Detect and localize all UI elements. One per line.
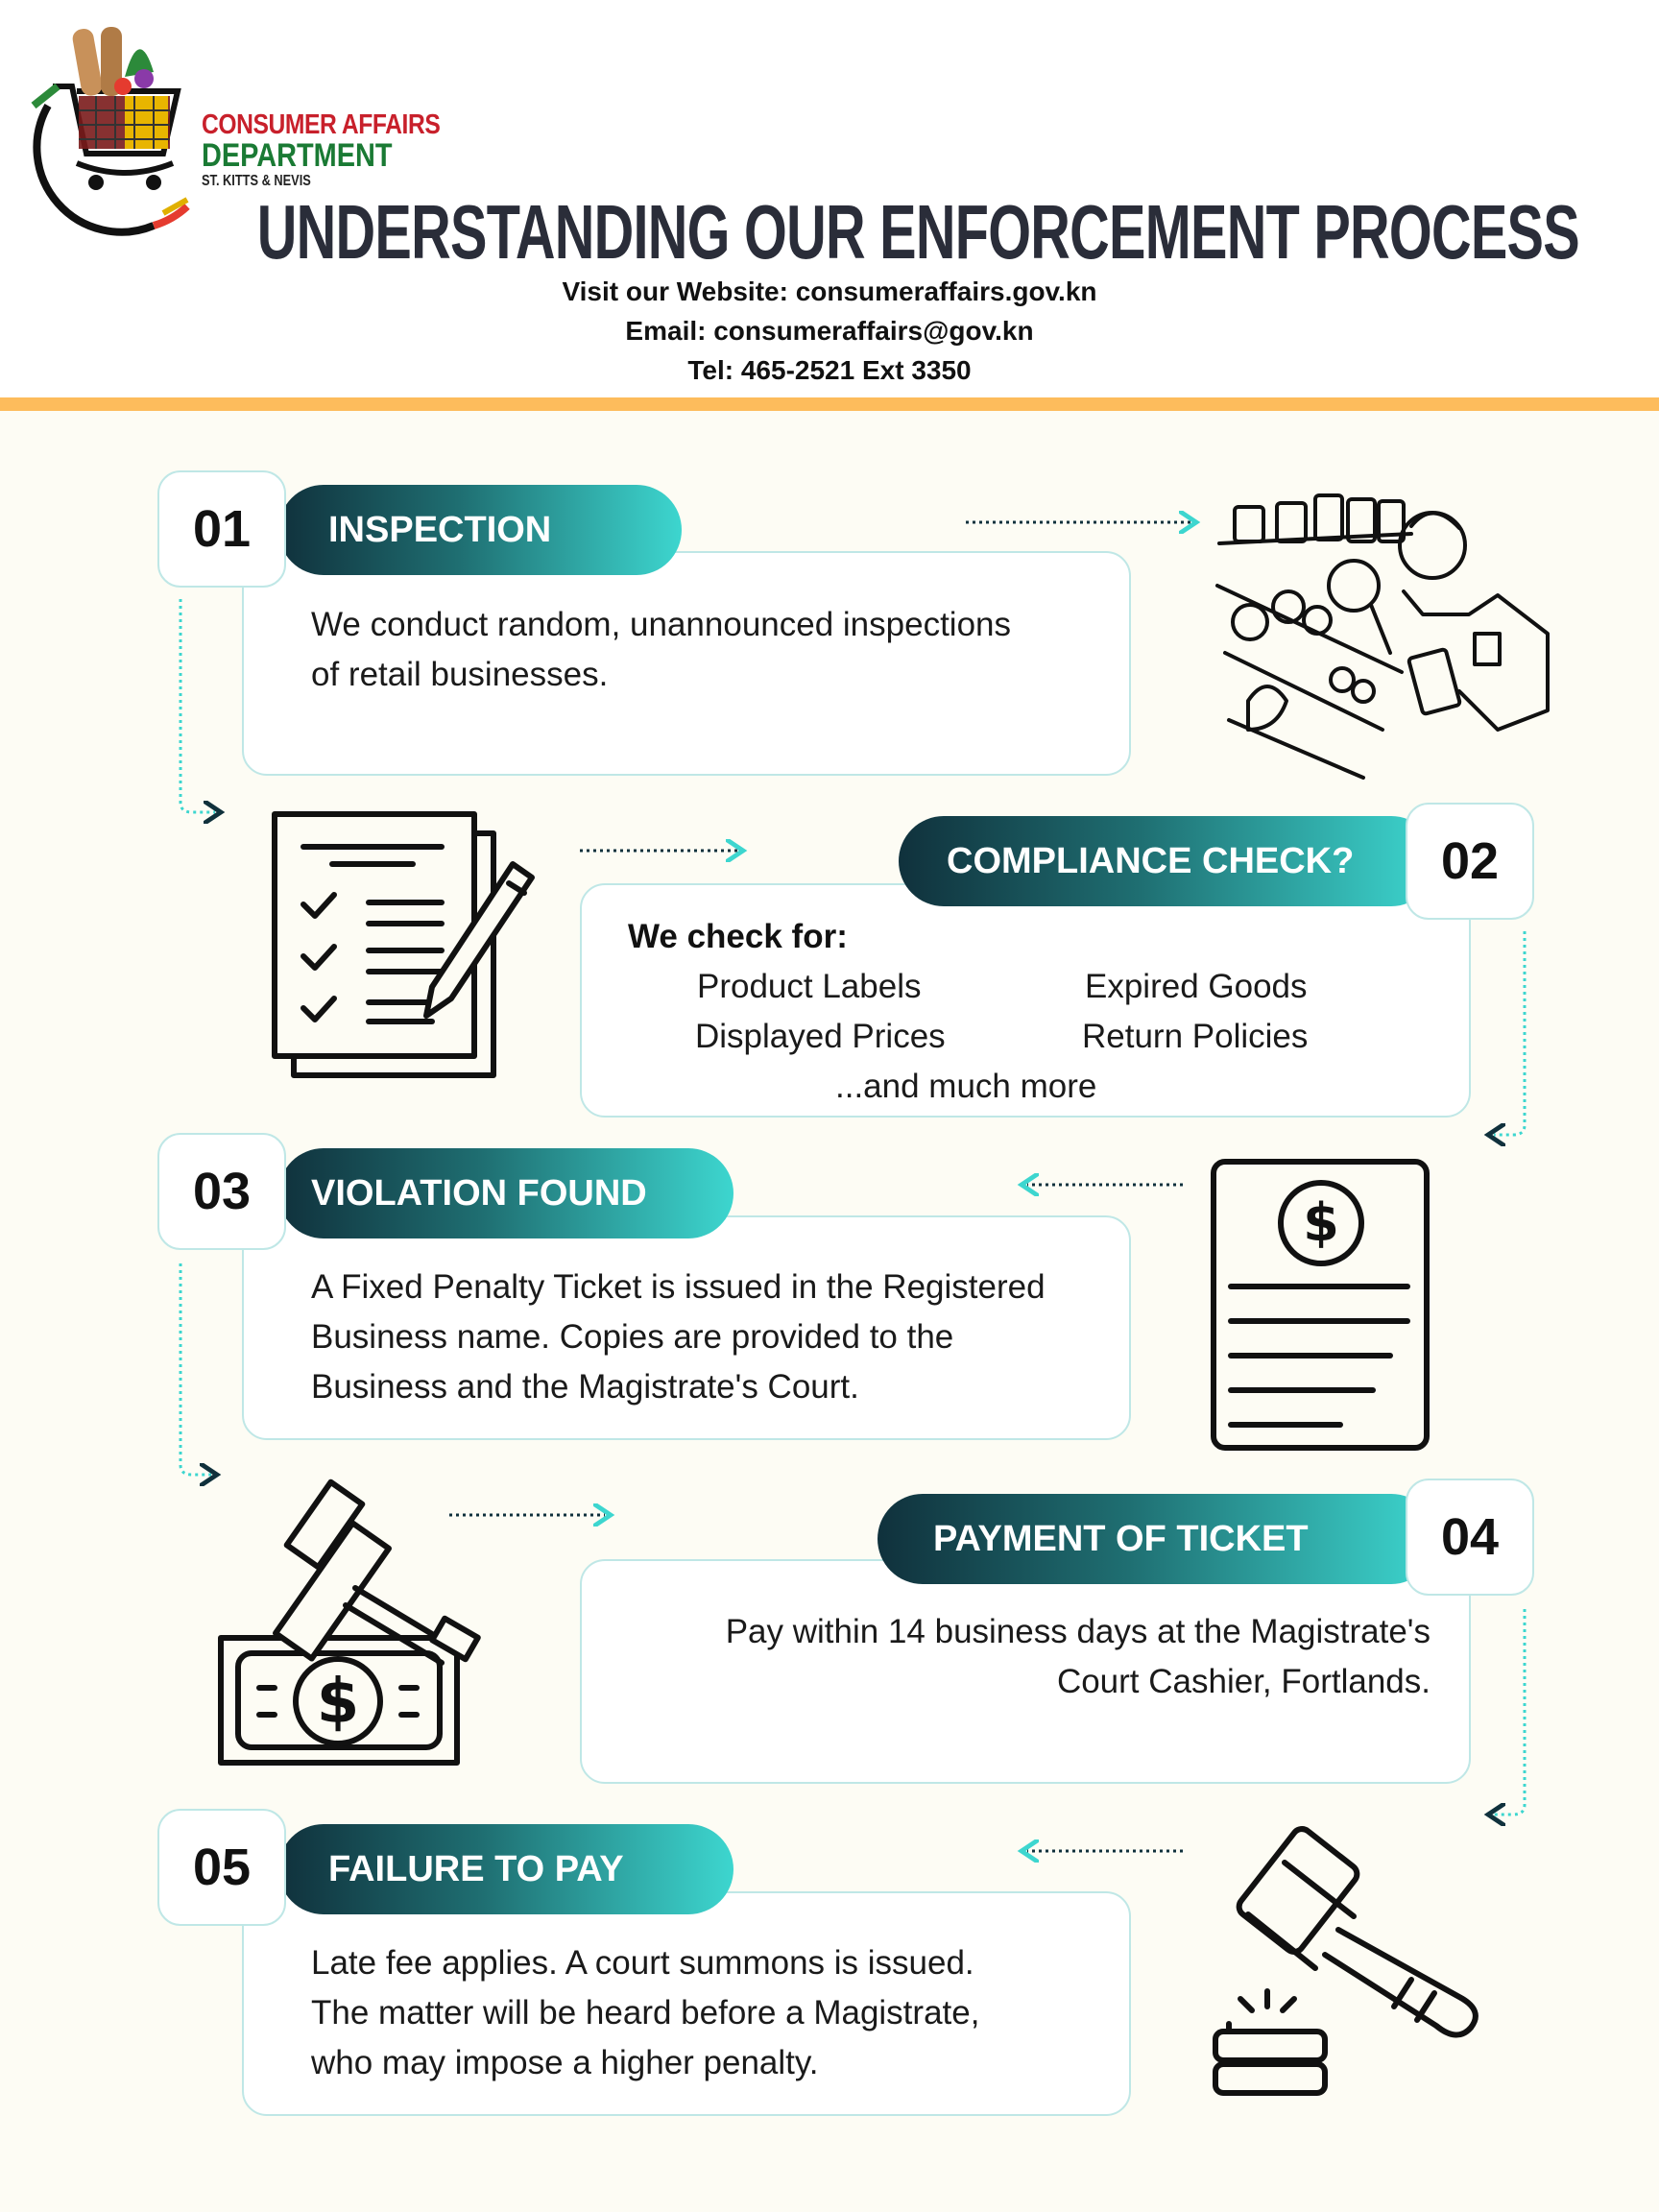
step-02-title: COMPLIANCE CHECK?	[947, 841, 1355, 881]
step-03-text-line-1: A Fixed Penalty Ticket is issued in the …	[311, 1268, 1046, 1306]
dotted-connectors	[179, 522, 1527, 1851]
step-03-title: VIOLATION FOUND	[311, 1173, 647, 1214]
money-dollar-sign: $	[317, 1667, 360, 1738]
step-02-intro: We check for:	[628, 918, 848, 955]
step-01-text-line-2: of retail businesses.	[311, 656, 609, 693]
step-01-title: INSPECTION	[328, 510, 552, 550]
step-03-text: A Fixed Penalty Ticket is issued in the …	[311, 1262, 1046, 1412]
shopping-cart-logo-icon	[31, 27, 190, 236]
inspector-icon	[1215, 493, 1550, 780]
arrow-down-4	[1494, 1609, 1527, 1815]
step-03-text-line-2: Business name. Copies are provided to th…	[311, 1318, 954, 1356]
logo-line-3: ST. KITTS & NEVIS	[202, 173, 311, 189]
step-01-title-pill: INSPECTION	[278, 485, 682, 575]
page-title-text: UNDERSTANDING OUR ENFORCEMENT PROCESS	[256, 189, 1580, 275]
step-03-text-line-3: Business and the Magistrate's Court.	[311, 1368, 859, 1406]
step-05-title-pill: FAILURE TO PAY	[278, 1824, 733, 1914]
step-01-number: 01	[157, 470, 286, 588]
step-02-item-return-policies: Return Policies	[1082, 1018, 1309, 1055]
gavel-icon	[1213, 1826, 1479, 2096]
tel-text: Tel: 465-2521 Ext 3350	[687, 355, 972, 385]
checklist-icon	[272, 811, 535, 1078]
logo-line-1: CONSUMER AFFAIRS	[202, 109, 441, 140]
step-04-title: PAYMENT OF TICKET	[933, 1519, 1309, 1559]
step-05-text-line-2: The matter will be heard before a Magist…	[311, 1994, 980, 2032]
step-03-number: 03	[157, 1133, 286, 1250]
step-01-text: We conduct random, unannounced inspectio…	[311, 600, 1011, 700]
step-05-text: Late fee applies. A court summons is iss…	[311, 1938, 979, 2088]
step-02-item-expired-goods: Expired Goods	[1085, 968, 1308, 1005]
email-text: Email: consumeraffairs@gov.kn	[625, 316, 1034, 346]
website-text: Visit our Website: consumeraffairs.gov.k…	[562, 276, 1097, 306]
step-01-card	[242, 551, 1131, 776]
step-05-number: 05	[157, 1809, 286, 1926]
step-02-number: 02	[1406, 803, 1534, 920]
step-05-title: FAILURE TO PAY	[328, 1849, 624, 1889]
invoice-icon: $	[1211, 1159, 1430, 1451]
orange-divider	[0, 397, 1659, 411]
step-05-card	[242, 1891, 1131, 2116]
step-04-number: 04	[1406, 1479, 1534, 1596]
invoice-dollar-sign: $	[1303, 1192, 1339, 1253]
step-04-text: Pay within 14 business days at the Magis…	[595, 1607, 1431, 1707]
step-05-text-line-1: Late fee applies. A court summons is iss…	[311, 1944, 974, 1982]
arrow-down-1	[179, 599, 215, 812]
gavel-money-icon: $	[218, 1479, 481, 1766]
arrow-down-2	[1494, 931, 1527, 1135]
page-title: UNDERSTANDING OUR ENFORCEMENT PROCESS	[0, 188, 1659, 276]
step-01-text-line-1: We conduct random, unannounced inspectio…	[311, 606, 1012, 643]
arrow-down-3	[179, 1263, 211, 1475]
step-02-card	[580, 883, 1471, 1118]
step-02-more: ...and much more	[835, 1068, 1097, 1105]
step-02-title-pill: COMPLIANCE CHECK?	[899, 816, 1436, 906]
step-04-title-pill: PAYMENT OF TICKET	[878, 1494, 1436, 1584]
department-logo: CONSUMER AFFAIRS DEPARTMENT ST. KITTS & …	[19, 19, 441, 240]
step-02-item-displayed-prices: Displayed Prices	[695, 1018, 946, 1055]
step-02-item-product-labels: Product Labels	[697, 968, 922, 1005]
step-03-card	[242, 1215, 1131, 1440]
step-03-title-pill: VIOLATION FOUND	[278, 1148, 733, 1238]
step-04-card	[580, 1559, 1471, 1784]
step-05-text-line-3: who may impose a higher penalty.	[311, 2044, 819, 2081]
header	[0, 0, 1659, 397]
logo-line-2: DEPARTMENT	[202, 137, 393, 174]
step-04-text-line-1: Pay within 14 business days at the Magis…	[725, 1613, 1431, 1650]
step-04-text-line-2: Court Cashier, Fortlands.	[1056, 1663, 1431, 1700]
